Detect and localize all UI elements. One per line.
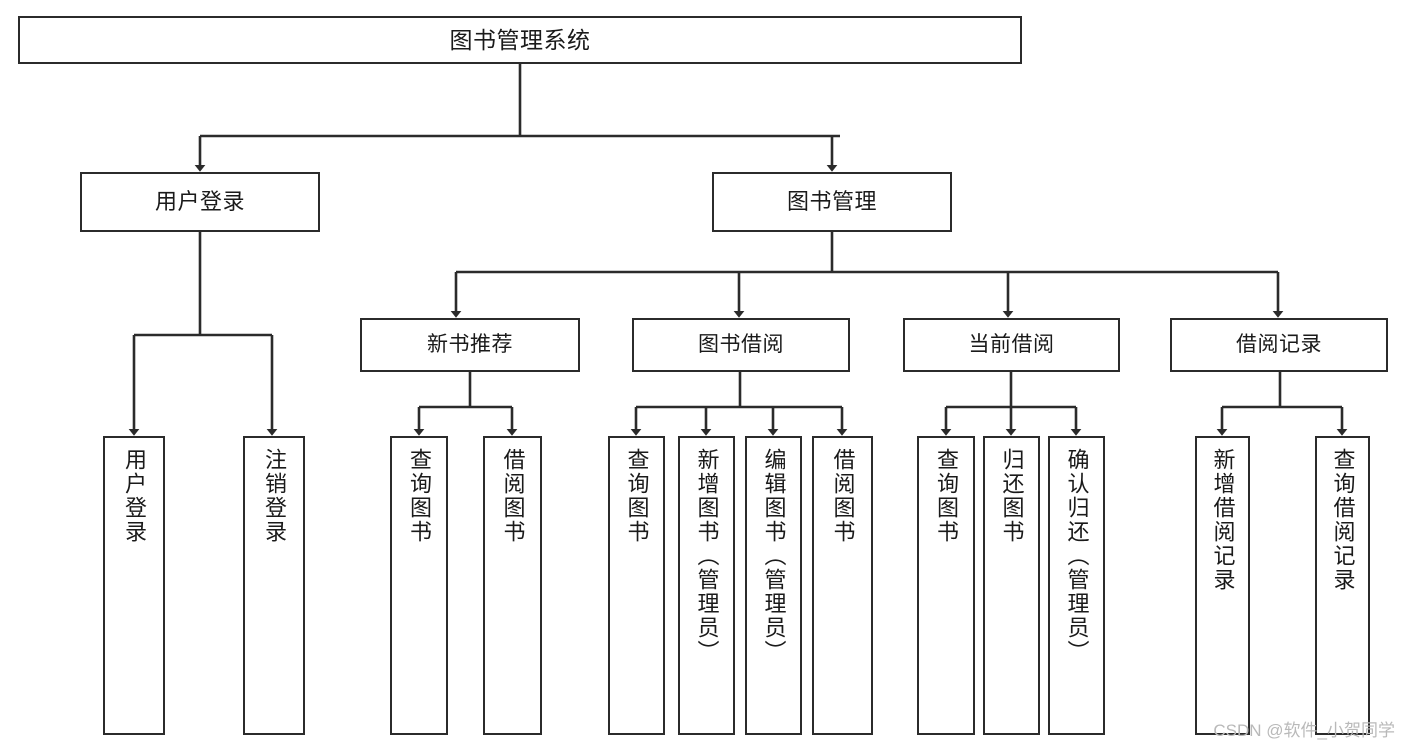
node-leaf-borrow-book-2-label: 借阅图书 <box>830 448 856 544</box>
node-current-borrow[interactable]: 当前借阅 <box>903 318 1120 372</box>
node-leaf-query-record[interactable]: 查询借阅记录 <box>1315 436 1370 735</box>
node-leaf-borrow-book-2[interactable]: 借阅图书 <box>812 436 873 735</box>
node-root[interactable]: 图书管理系统 <box>18 16 1022 64</box>
node-leaf-add-book[interactable]: 新增图书（管理员） <box>678 436 735 735</box>
node-book-borrow-label: 图书借阅 <box>698 332 784 356</box>
node-leaf-add-record[interactable]: 新增借阅记录 <box>1195 436 1250 735</box>
node-leaf-query-book-1[interactable]: 查询图书 <box>390 436 448 735</box>
node-leaf-query-book-1-label: 查询图书 <box>407 448 432 544</box>
node-leaf-logout-label: 注销登录 <box>262 448 287 544</box>
node-leaf-user-login-label: 用户登录 <box>122 448 147 544</box>
node-leaf-add-record-label: 新增借阅记录 <box>1210 448 1236 592</box>
node-leaf-logout[interactable]: 注销登录 <box>243 436 305 735</box>
node-leaf-edit-book[interactable]: 编辑图书（管理员） <box>745 436 802 735</box>
node-leaf-edit-book-label: 编辑图书（管理员） <box>761 448 787 664</box>
node-leaf-query-book-3[interactable]: 查询图书 <box>917 436 975 735</box>
node-book-borrow[interactable]: 图书借阅 <box>632 318 850 372</box>
node-borrow-record[interactable]: 借阅记录 <box>1170 318 1388 372</box>
node-user-login[interactable]: 用户登录 <box>80 172 320 232</box>
node-root-label: 图书管理系统 <box>449 26 591 53</box>
node-current-borrow-label: 当前借阅 <box>968 332 1055 356</box>
node-leaf-query-book-2-label: 查询图书 <box>624 448 650 544</box>
node-book-management[interactable]: 图书管理 <box>712 172 952 232</box>
node-leaf-query-book-3-label: 查询图书 <box>934 448 959 544</box>
node-leaf-user-login[interactable]: 用户登录 <box>103 436 165 735</box>
node-leaf-borrow-book-1-label: 借阅图书 <box>500 448 526 544</box>
node-new-book-recommend-label: 新书推荐 <box>427 332 513 356</box>
watermark: CSDN @软件_小贺同学 <box>1213 721 1395 740</box>
node-leaf-query-book-2[interactable]: 查询图书 <box>608 436 665 735</box>
node-new-book-recommend[interactable]: 新书推荐 <box>360 318 580 372</box>
node-leaf-add-book-label: 新增图书（管理员） <box>694 448 720 664</box>
node-user-login-label: 用户登录 <box>154 189 245 215</box>
node-leaf-confirm-return[interactable]: 确认归还（管理员） <box>1048 436 1105 735</box>
node-book-management-label: 图书管理 <box>786 189 877 215</box>
node-borrow-record-label: 借阅记录 <box>1236 332 1322 356</box>
node-leaf-return-book-label: 归还图书 <box>999 448 1025 544</box>
node-leaf-return-book[interactable]: 归还图书 <box>983 436 1040 735</box>
node-leaf-confirm-return-label: 确认归还（管理员） <box>1064 448 1090 664</box>
node-leaf-query-record-label: 查询借阅记录 <box>1330 448 1356 592</box>
node-leaf-borrow-book-1[interactable]: 借阅图书 <box>483 436 542 735</box>
